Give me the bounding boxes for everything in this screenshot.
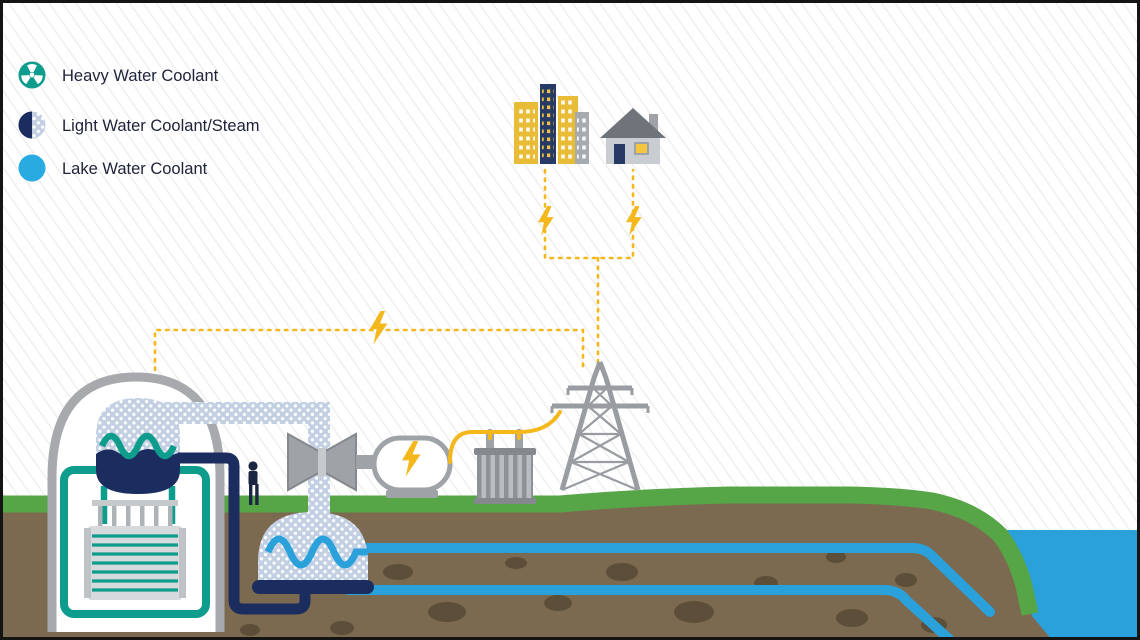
rock	[383, 564, 413, 580]
steam-generator-water	[96, 449, 180, 494]
trefoil-blade	[33, 75, 43, 85]
steam-pipe-main	[150, 402, 330, 424]
building-windows	[561, 100, 575, 160]
building-windows	[577, 116, 587, 160]
rock	[606, 563, 638, 581]
transformer	[474, 428, 536, 504]
rock	[895, 573, 917, 587]
light-water-pipe	[178, 452, 311, 615]
legend-swatch-lake-water	[18, 154, 46, 182]
bushing	[486, 434, 494, 448]
lake-water-pipes	[343, 543, 995, 640]
half-navy-half-steam-icon	[18, 111, 46, 139]
building-windows	[542, 88, 554, 160]
legend-label-light-water: Light Water Coolant/Steam	[62, 117, 259, 135]
person-body	[248, 471, 258, 485]
person-leg	[249, 484, 253, 505]
steam-pipes	[150, 402, 330, 520]
control-rods	[92, 500, 178, 526]
chimney	[649, 114, 658, 132]
person-head	[248, 461, 258, 471]
building-windows	[517, 106, 535, 160]
legend-label-lake-water: Lake Water Coolant	[62, 160, 208, 178]
rock	[428, 602, 466, 622]
bushing	[515, 434, 523, 448]
solid-circle-icon	[18, 154, 46, 182]
transformer-base	[474, 498, 536, 504]
window	[634, 142, 649, 155]
transformer-top	[474, 448, 536, 455]
condenser	[252, 512, 374, 594]
rock	[826, 551, 846, 563]
lake-pipe-upper	[359, 543, 995, 617]
tower-insulators	[550, 388, 650, 413]
rock	[330, 621, 354, 635]
power-wires	[448, 410, 562, 464]
legend: Heavy Water Coolant Light Water Coolant/…	[18, 61, 259, 182]
radiation-icon	[18, 61, 46, 89]
transformer-body	[477, 454, 533, 498]
trefoil-blade	[27, 64, 37, 73]
steam-pipe-elbow	[308, 402, 330, 454]
turbine-shaft	[356, 455, 376, 469]
lake-water-coil	[264, 535, 368, 569]
rock	[674, 601, 714, 623]
trefoil-blade	[21, 75, 31, 85]
legend-label-heavy-water: Heavy Water Coolant	[62, 67, 219, 85]
rock	[544, 595, 572, 611]
door	[614, 144, 625, 164]
lake-pipe-lower	[343, 585, 955, 640]
grass	[0, 486, 1039, 616]
tower-lattice	[561, 387, 639, 492]
turbine-hub	[318, 448, 326, 476]
person-leg	[255, 484, 259, 505]
turbine	[287, 432, 376, 492]
calandria-end-cap	[179, 528, 186, 598]
trefoil-center	[29, 72, 35, 78]
rock	[505, 557, 527, 569]
plant-feed-line	[153, 328, 585, 372]
person-figure	[248, 461, 259, 505]
legend-swatch-light-water	[18, 111, 32, 139]
heavy-water-coil	[99, 432, 177, 460]
city-buildings-icon	[514, 84, 589, 164]
rock	[836, 609, 868, 627]
condenser-base	[252, 580, 374, 594]
generator-base	[386, 490, 438, 498]
fuel-channels	[92, 534, 178, 592]
steam-pipe-to-condenser	[308, 470, 330, 520]
roof	[600, 108, 666, 138]
house-icon	[600, 108, 666, 164]
transmission-tower	[550, 361, 650, 492]
calandria-end-cap	[84, 528, 91, 598]
rock	[240, 624, 260, 636]
